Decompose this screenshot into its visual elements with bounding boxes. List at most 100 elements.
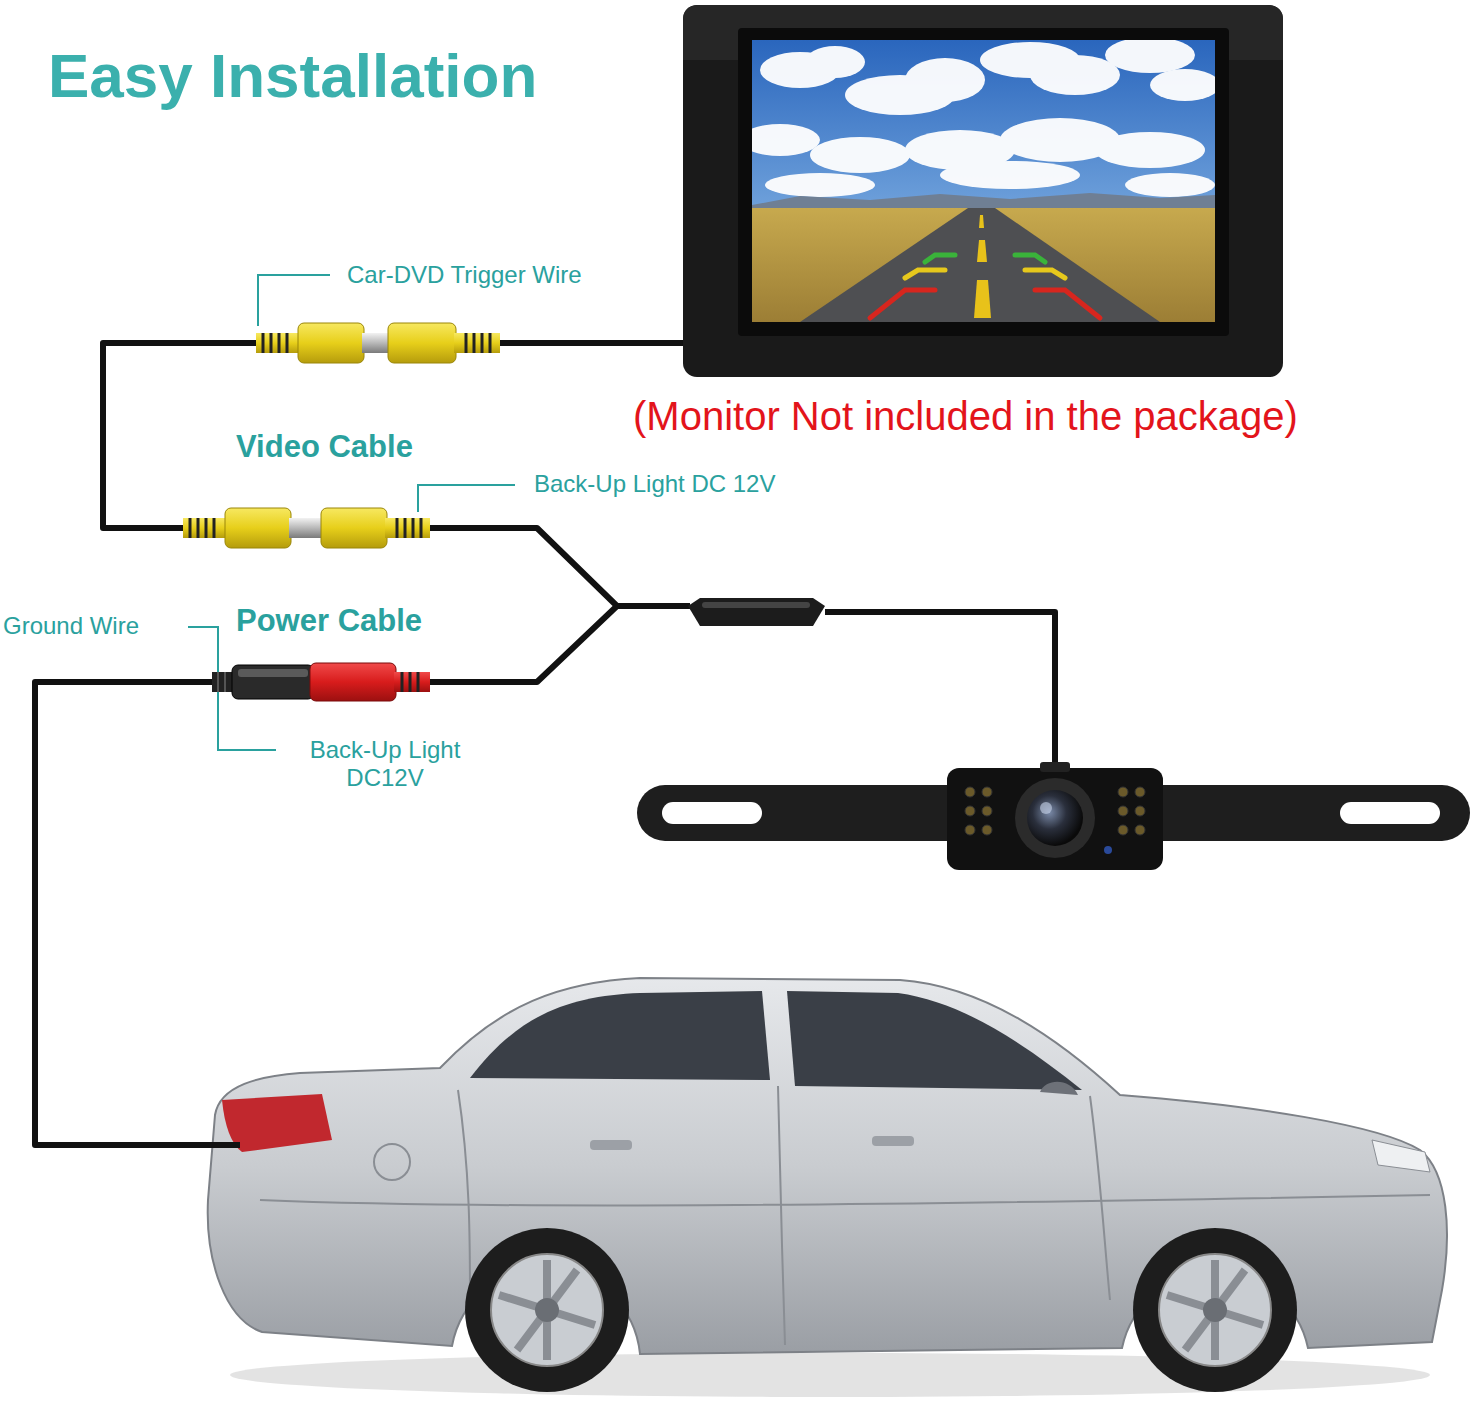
screen-image (977, 240, 987, 262)
backup-camera (947, 768, 1163, 870)
cable (430, 528, 617, 682)
backup-camera (1118, 825, 1128, 835)
car (1090, 1096, 1110, 1300)
monitor (683, 5, 1283, 377)
backup-camera (1135, 787, 1145, 797)
screen-image (974, 280, 991, 318)
power-connector (238, 669, 308, 677)
rca-connector (489, 333, 492, 353)
rca-connector (286, 333, 289, 353)
backup-camera (1118, 806, 1128, 816)
rca-connector (183, 508, 430, 548)
screen-image (765, 173, 875, 197)
screen-image (940, 161, 1080, 189)
cable (103, 343, 258, 528)
car (778, 1086, 785, 1345)
backup-camera (982, 787, 992, 797)
rca-connector (189, 518, 192, 538)
screen-image (905, 270, 945, 278)
rca-connector (404, 518, 407, 538)
cable-label-holder: Video Cable (236, 429, 413, 465)
car (465, 1228, 629, 1392)
wire-label-holder: Back-Up Light DC 12V (534, 470, 775, 498)
rca-connector (388, 323, 456, 363)
car (535, 1298, 559, 1322)
cable-junction (702, 602, 810, 608)
wire-label: Car-DVD Trigger Wire (347, 261, 582, 289)
screen-image (1105, 40, 1195, 73)
screen-image (810, 137, 910, 173)
cable (500, 340, 693, 346)
rca-connector (270, 333, 273, 353)
backup-camera (1104, 846, 1112, 854)
note-holder: (Monitor Not included in the package) (633, 393, 1298, 439)
backup-camera (1015, 778, 1095, 858)
rca-connector (289, 518, 321, 538)
rca-connector (321, 508, 387, 548)
power-connector (310, 663, 396, 701)
car (1133, 1228, 1297, 1392)
wire-label: Ground Wire (3, 612, 139, 640)
cable (825, 612, 1055, 770)
wire-label: Back-Up Light DC12V (290, 736, 480, 791)
cable-junction (688, 598, 825, 626)
backup-camera (1135, 825, 1145, 835)
car (1159, 1254, 1271, 1366)
monitor (683, 5, 1283, 377)
rca-connector (362, 333, 388, 353)
rca-connector (397, 518, 421, 538)
screen-image (870, 290, 935, 318)
rca-connector (278, 333, 281, 353)
power-connector (212, 672, 234, 692)
screen-image (1125, 173, 1215, 197)
rca-connector (190, 518, 214, 538)
power-connector (417, 672, 420, 692)
monitor (738, 28, 1229, 336)
rca-connector (213, 518, 216, 538)
rca-connector (465, 333, 468, 353)
cable (617, 603, 690, 609)
car (458, 1090, 470, 1300)
car (1040, 1082, 1078, 1095)
car (1203, 1298, 1227, 1322)
car (470, 991, 770, 1080)
rca-connector (298, 323, 364, 363)
power-connector (218, 672, 225, 692)
rca-connector (466, 333, 490, 353)
rca-connector (473, 333, 476, 353)
screen-image (752, 124, 820, 156)
screen-image (870, 255, 1100, 318)
screen-image (752, 208, 1215, 322)
rca-connector (385, 518, 430, 538)
rca-connector (197, 518, 200, 538)
car (590, 1140, 632, 1150)
backup-camera (982, 825, 992, 835)
rca-connector (420, 518, 423, 538)
screen-image (1030, 55, 1120, 95)
backup-camera (965, 806, 975, 816)
screen-image (925, 255, 955, 262)
cable-label-holder: Power Cable (236, 603, 422, 639)
screen-image (800, 208, 1160, 322)
car (872, 1136, 914, 1146)
car (491, 1254, 603, 1366)
rca-connector (225, 508, 291, 548)
backup-camera (662, 802, 762, 824)
screen-image (1095, 132, 1205, 168)
rca-connector (396, 518, 399, 538)
rca-connector (412, 518, 415, 538)
title-holder: Easy Installation (48, 40, 537, 111)
rca-connector (183, 518, 227, 538)
rca-connector (263, 333, 287, 353)
power-connector (217, 672, 219, 692)
power-connector (232, 665, 314, 699)
backup-camera (1040, 762, 1070, 772)
cable-junction (688, 598, 825, 626)
car (517, 1270, 577, 1350)
screen-image (805, 46, 865, 78)
wire-label-holder: Ground Wire (3, 612, 139, 640)
car (499, 1295, 595, 1325)
backup-camera (637, 762, 1470, 870)
